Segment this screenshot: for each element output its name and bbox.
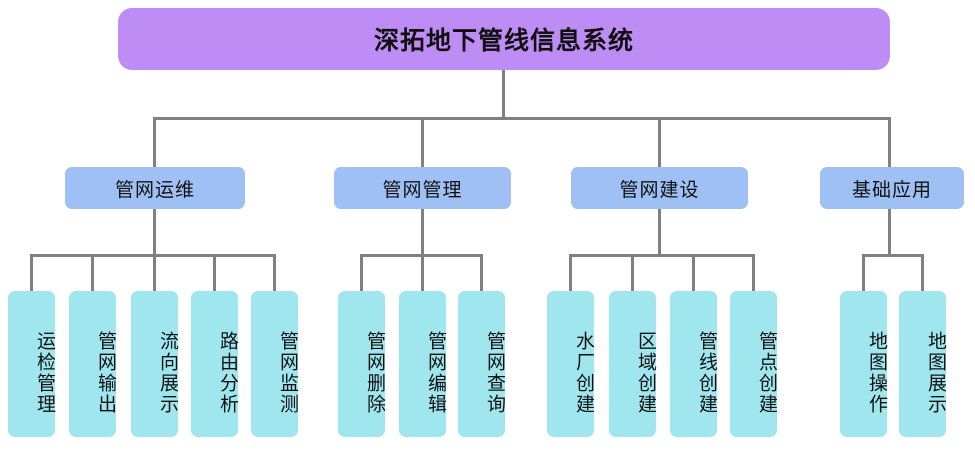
branch-node-label: 基础应用 xyxy=(851,179,932,201)
connector-leaf-drop-1-2 xyxy=(91,254,94,292)
connector-branch-drop-1 xyxy=(153,117,156,167)
leaf-node-label: 水厂创建 xyxy=(573,331,594,415)
branch-node-label: 管网管理 xyxy=(382,179,463,201)
connector-branch2-stem xyxy=(421,209,424,255)
leaf-node-label: 管网删除 xyxy=(364,331,385,415)
connector-leaf-drop-2-3 xyxy=(480,254,483,292)
leaf-node-label: 路由分析 xyxy=(217,331,238,415)
connector-leaf-drop-4-2 xyxy=(921,254,924,292)
leaf-node-pipe-network-query[interactable]: 管网查询 xyxy=(458,291,505,437)
connector-leaf-drop-2-1 xyxy=(360,254,363,292)
leaf-node-flow-direction-display[interactable]: 流向展示 xyxy=(131,291,178,437)
connector-branch-drop-4 xyxy=(888,117,891,167)
leaf-node-label: 地图操作 xyxy=(866,331,887,415)
connector-root-stem xyxy=(502,70,505,119)
leaf-node-label: 运检管理 xyxy=(34,331,55,415)
root-node-system-title[interactable]: 深拓地下管线信息系统 xyxy=(118,8,890,70)
connector-branch1-bus xyxy=(30,254,275,257)
leaf-node-map-operation[interactable]: 地图操作 xyxy=(840,291,887,437)
leaf-node-pipe-network-output[interactable]: 管网输出 xyxy=(69,291,116,437)
connector-branch1-stem xyxy=(153,209,156,255)
connector-leaf-drop-1-3 xyxy=(153,254,156,292)
leaf-node-label: 管网查询 xyxy=(484,331,505,415)
connector-leaf-drop-1-5 xyxy=(273,254,276,292)
leaf-node-pipe-network-edit[interactable]: 管网编辑 xyxy=(399,291,446,437)
connector-branch3-stem xyxy=(658,209,661,255)
leaf-node-label: 流向展示 xyxy=(157,331,178,415)
leaf-node-label: 管点创建 xyxy=(756,331,777,415)
leaf-node-label: 区域创建 xyxy=(635,331,656,415)
connector-leaf-drop-3-2 xyxy=(631,254,634,292)
connector-leaf-drop-1-1 xyxy=(30,254,33,292)
connector-leaf-drop-3-1 xyxy=(569,254,572,292)
branch-node-pipe-network-operations[interactable]: 管网运维 xyxy=(65,167,245,209)
leaf-node-label: 管线创建 xyxy=(696,331,717,415)
leaf-node-label: 管网编辑 xyxy=(425,331,446,415)
root-node-label: 深拓地下管线信息系统 xyxy=(373,27,634,55)
leaf-node-label: 地图展示 xyxy=(925,331,946,415)
branch-node-label: 管网建设 xyxy=(619,179,700,201)
connector-leaf-drop-3-3 xyxy=(692,254,695,292)
leaf-node-map-display[interactable]: 地图展示 xyxy=(899,291,946,437)
branch-node-basic-application[interactable]: 基础应用 xyxy=(820,167,964,209)
branch-node-pipe-network-construction[interactable]: 管网建设 xyxy=(571,167,748,209)
connector-branch3-bus xyxy=(569,254,755,257)
leaf-node-pipe-point-creation[interactable]: 管点创建 xyxy=(730,291,777,437)
leaf-node-pipeline-creation[interactable]: 管线创建 xyxy=(670,291,717,437)
connector-branch-drop-3 xyxy=(658,117,661,167)
connector-branch4-bus xyxy=(862,254,924,257)
leaf-node-pipe-network-delete[interactable]: 管网删除 xyxy=(338,291,385,437)
connector-branch-drop-2 xyxy=(421,117,424,167)
leaf-node-inspection-management[interactable]: 运检管理 xyxy=(8,291,55,437)
connector-leaf-drop-2-2 xyxy=(421,254,424,292)
connector-leaf-drop-1-4 xyxy=(213,254,216,292)
branch-node-pipe-network-management[interactable]: 管网管理 xyxy=(334,167,511,209)
leaf-node-pipe-network-monitoring[interactable]: 管网监测 xyxy=(251,291,298,437)
connector-leaf-drop-4-1 xyxy=(862,254,865,292)
connector-leaf-drop-3-4 xyxy=(752,254,755,292)
leaf-node-waterworks-creation[interactable]: 水厂创建 xyxy=(547,291,594,437)
leaf-node-route-analysis[interactable]: 路由分析 xyxy=(191,291,238,437)
branch-node-label: 管网运维 xyxy=(114,179,195,201)
leaf-node-label: 管网输出 xyxy=(95,331,116,415)
connector-branch-bus xyxy=(153,117,891,120)
connector-branch4-stem xyxy=(888,209,891,255)
leaf-node-region-creation[interactable]: 区域创建 xyxy=(609,291,656,437)
leaf-node-label: 管网监测 xyxy=(277,331,298,415)
